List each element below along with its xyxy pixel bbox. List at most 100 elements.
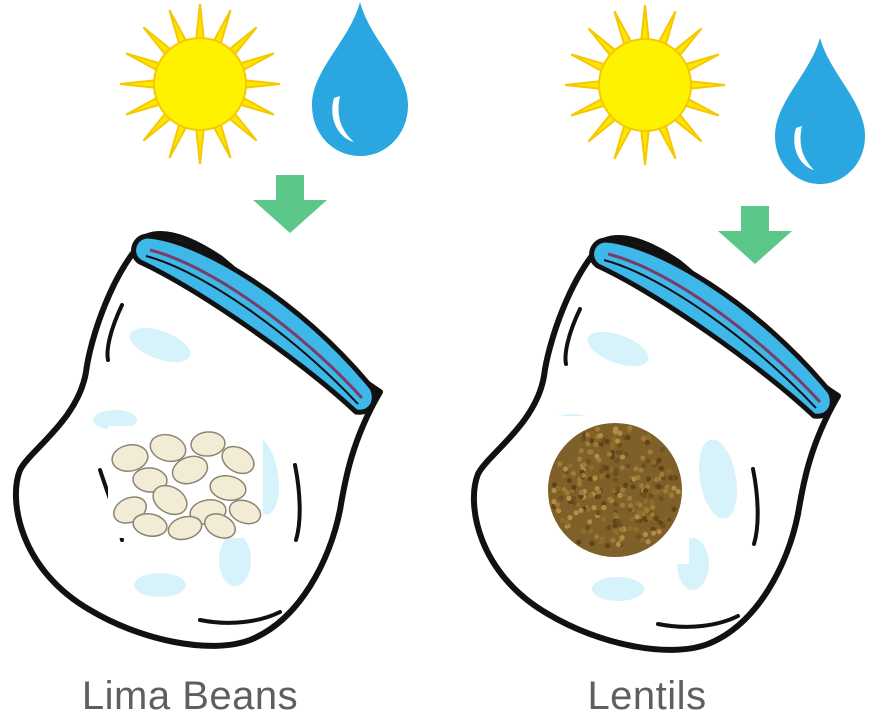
lentil-seed [620,465,625,470]
lentil-seed [589,438,594,443]
lentil-seed [599,442,604,447]
sun-icon [565,5,725,165]
lentil-seed [587,449,592,454]
lentil-seed [657,458,662,463]
lentil-seed [565,520,570,525]
lentil-seed [633,527,638,532]
lentil-seed [620,503,625,508]
label-lima-beans: Lima Beans [30,672,350,720]
lentil-seed [579,448,584,453]
lentil-seed [562,473,567,478]
lentil-seed [576,539,581,544]
lentil-seed [646,476,651,481]
lentil-seed [591,505,596,510]
lentil-seed [586,507,591,512]
lentil-seed [610,538,615,543]
lentil-seed [589,541,594,546]
lentil-seed [566,496,571,501]
lentil-seed [612,528,617,533]
lentil-seed [604,466,609,471]
sun-icon [120,4,280,164]
lentil-seed [560,518,565,523]
lentil-seed [585,525,590,530]
lentil-seed [579,490,584,495]
lentil-seed [640,455,645,460]
lentil-seed [594,534,599,539]
lentil-seed [604,439,609,444]
lentil-seed [651,460,656,465]
lentil-seed [613,502,618,507]
lentil-seed [654,477,659,482]
lentil-seed [616,450,621,455]
lentil-seed [669,493,674,498]
lentil-seed [613,426,618,431]
lentil-seed [581,437,586,442]
lentils-image [542,416,689,564]
lentil-seed [617,443,622,448]
lentil-seed [585,432,590,437]
lentil-seed [613,477,618,482]
lentil-seed [601,505,606,510]
lentil-seed [638,503,643,508]
lentil-seed [625,435,630,440]
lentil-seed [615,487,620,492]
lentil-seed [576,502,581,507]
lentil-seed [617,493,622,498]
lentil-seed [649,500,654,505]
lentil-seed [599,474,604,479]
lentil-seed [641,463,646,468]
lentil-seed [645,440,650,445]
lentil-seed [607,497,612,502]
lentil-seed [589,465,594,470]
lentil-seed [559,496,564,501]
lentil-seed [651,530,656,535]
panel-lentils [474,5,865,650]
panel-lima-beans [16,2,408,646]
lentil-seed [633,466,638,471]
lentil-seed [567,515,572,520]
lentil-seed [587,476,592,481]
lentil-seed [605,543,610,548]
lentil-seed [625,464,630,469]
lentil-seed [592,476,597,481]
lentil-seed [610,441,615,446]
lentil-seed [551,499,556,504]
lentil-seed [613,468,618,473]
lentil-seed [643,532,648,537]
down-arrow-icon [718,206,792,264]
lentil-seed [612,512,617,517]
lentil-seed [628,503,633,508]
lentil-seed [605,473,610,478]
lentil-seed [642,492,647,497]
lentil-seed [571,471,576,476]
lentil-seed [646,435,651,440]
lentil-seed [561,487,566,492]
lentil-seed [636,534,641,539]
lentil-seed [596,489,601,494]
lentil-seed [661,523,666,528]
lentil-seed [571,485,576,490]
lentil-seed [676,489,681,494]
lentil-seed [659,466,664,471]
lentil-seed [620,454,625,459]
lentil-seed [577,481,582,486]
lentil-seed [623,483,628,488]
lentil-seed [663,489,668,494]
lentil-seed [586,459,591,464]
lentil-seed [581,473,586,478]
lentil-seed [666,468,671,473]
lentil-seed [629,517,634,522]
lentil-seed [596,494,601,499]
lentil-seed [606,525,611,530]
lentil-seed [631,484,636,489]
lentil-seed [627,425,632,430]
lentil-seed [615,519,620,524]
lentil-seed [645,458,650,463]
lentil-seed [659,472,664,477]
lentil-seed [619,535,624,540]
lentil-seed [671,485,676,490]
lentil-seed [594,454,599,459]
lentil-seed [672,475,677,480]
lentil-seed [660,447,665,452]
lentil-seed [577,456,582,461]
